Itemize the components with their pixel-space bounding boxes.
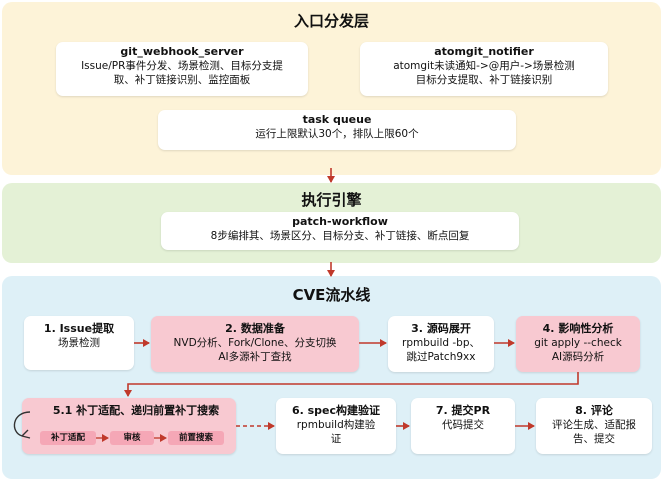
step2-desc-line1: NVD分析、Fork/Clone、分支切换 xyxy=(173,337,337,349)
recursion-loop-arrowhead xyxy=(21,429,31,439)
atomgit-notifier-title: atomgit_notifier xyxy=(434,45,534,58)
arrow-step4-to-step51 xyxy=(124,372,579,397)
step3-title: 3. 源码展开 xyxy=(411,322,471,335)
step51-patch-adapt-box: 5.1 补丁适配、递归前置补丁搜索 补丁适配 审核 前置搜索 xyxy=(22,398,236,454)
step8-title: 8. 评论 xyxy=(575,404,613,417)
webhook-server-desc-line2: 取、补丁链接识别、监控面板 xyxy=(113,74,251,86)
step4-title: 4. 影响性分析 xyxy=(542,322,614,335)
step4-impact-analysis-box: 4. 影响性分析 git apply --check AI源码分析 xyxy=(516,316,640,372)
atomgit-notifier-desc-line2: 目标分支提取、补丁链接识别 xyxy=(415,74,553,86)
webhook-server-box: git_webhook_server Issue/PR事件分发、场景检测、目标分… xyxy=(56,42,308,96)
step6-spec-build-box: 6. spec构建验证 rpmbuild构建验 证 xyxy=(276,398,396,454)
step3-desc-line2: 跳过Patch9xx xyxy=(406,351,476,363)
step6-title: 6. spec构建验证 xyxy=(291,404,381,417)
step2-desc-line2: AI多源补丁查找 xyxy=(218,351,292,363)
step4-desc-line1: git apply --check xyxy=(534,337,622,349)
step6-desc-line1: rpmbuild构建验 xyxy=(296,419,376,431)
step1-title: 1. Issue提取 xyxy=(43,322,115,335)
step8-desc-line1: 评论生成、适配报 xyxy=(552,419,636,431)
step51-title: 5.1 补丁适配、递归前置补丁搜索 xyxy=(52,404,220,417)
step1-issue-extract-box: 1. Issue提取 场景检测 xyxy=(24,316,134,370)
webhook-server-desc-line1: Issue/PR事件分发、场景检测、目标分支提 xyxy=(81,60,283,72)
step51-sub-adapt: 补丁适配 xyxy=(40,431,96,445)
recursion-loop-icon xyxy=(13,411,31,437)
step2-title: 2. 数据准备 xyxy=(225,322,285,335)
step2-data-prep-box: 2. 数据准备 NVD分析、Fork/Clone、分支切换 AI多源补丁查找 xyxy=(151,316,359,372)
patch-workflow-title: patch-workflow xyxy=(292,215,388,228)
step7-title: 7. 提交PR xyxy=(435,404,491,417)
patch-workflow-box: patch-workflow 8步编排其、场景区分、目标分支、补丁链接、断点回复 xyxy=(161,212,519,250)
webhook-server-title: git_webhook_server xyxy=(120,45,244,58)
task-queue-title: task queue xyxy=(302,113,372,126)
atomgit-notifier-box: atomgit_notifier atomgit未读通知->@用户->场景检测 … xyxy=(360,42,608,96)
step51-sub-review: 审核 xyxy=(110,431,154,445)
step3-source-expand-box: 3. 源码展开 rpmbuild -bp、 跳过Patch9xx xyxy=(388,316,494,372)
step3-desc-line1: rpmbuild -bp、 xyxy=(402,337,480,349)
step7-desc: 代码提交 xyxy=(442,419,484,431)
step4-desc-line2: AI源码分析 xyxy=(551,351,605,363)
entry-layer-title: 入口分发层 xyxy=(293,12,369,30)
exec-engine-title: 执行引擎 xyxy=(301,191,362,209)
step8-desc-line2: 告、提交 xyxy=(573,433,615,445)
step1-desc: 场景检测 xyxy=(58,337,100,349)
step51-sub-prereq-search: 前置搜索 xyxy=(168,431,224,445)
task-queue-desc: 运行上限默认30个，排队上限60个 xyxy=(255,128,419,140)
step7-submit-pr-box: 7. 提交PR 代码提交 xyxy=(411,398,515,454)
atomgit-notifier-desc-line1: atomgit未读通知->@用户->场景检测 xyxy=(393,60,575,72)
patch-workflow-desc: 8步编排其、场景区分、目标分支、补丁链接、断点回复 xyxy=(210,230,470,242)
cve-pipeline-title: CVE流水线 xyxy=(292,286,371,304)
step8-comment-box: 8. 评论 评论生成、适配报 告、提交 xyxy=(536,398,652,454)
task-queue-box: task queue 运行上限默认30个，排队上限60个 xyxy=(158,110,516,150)
step6-desc-line2: 证 xyxy=(330,433,342,445)
